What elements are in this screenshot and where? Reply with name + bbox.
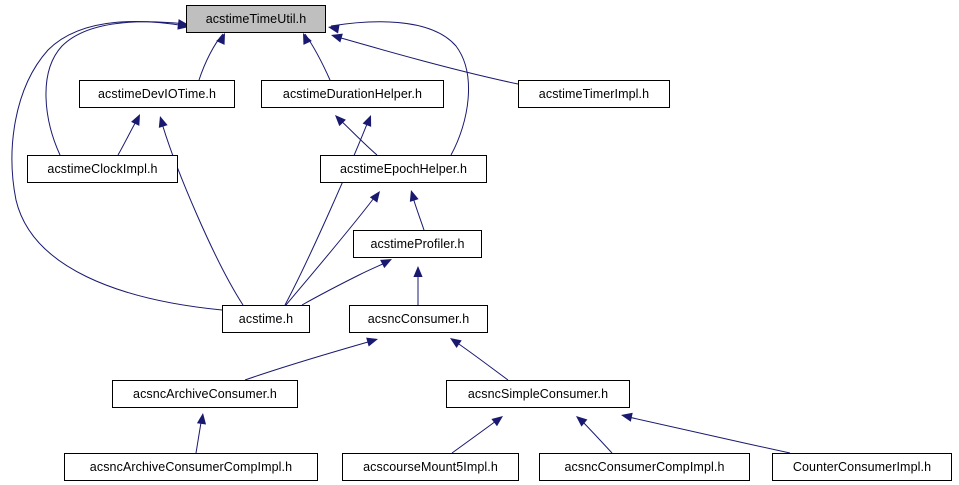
node-acstimeEpochHelper[interactable]: acstimeEpochHelper.h (320, 155, 487, 183)
node-label: acsncArchiveConsumerCompImpl.h (89, 459, 293, 474)
edge-acstime-to-devio-arrowhead (158, 116, 168, 128)
edge-acstime-to-epochhelper (285, 193, 378, 306)
node-acstimeTimerImpl[interactable]: acstimeTimerImpl.h (518, 80, 670, 108)
edge-mount5impl-to-simpleconsumer (451, 417, 501, 454)
edge-durationhelper-to-timeutil-arrowhead (303, 33, 312, 45)
node-acsncConsumer[interactable]: acsncConsumer.h (349, 305, 488, 333)
edge-acstime-to-durationhelper (284, 118, 370, 306)
edge-epochhelper-to-timeutil-arrowhead (328, 24, 340, 34)
node-label: acstimeProfiler.h (370, 236, 465, 251)
node-acstimeClockImpl[interactable]: acstimeClockImpl.h (27, 155, 178, 183)
node-acsncArchiveConsumerCompImpl[interactable]: acsncArchiveConsumerCompImpl.h (64, 453, 318, 481)
node-acsncConsumerCompImpl[interactable]: acsncConsumerCompImpl.h (539, 453, 750, 481)
edge-acstime-to-epochhelper-arrowhead (369, 191, 380, 203)
node-acsncArchiveConsumer[interactable]: acsncArchiveConsumer.h (112, 380, 298, 408)
edge-counterimpl-to-simpleconsumer (623, 415, 791, 454)
node-label: acstimeTimeUtil.h (205, 11, 307, 26)
edges-group (11, 19, 791, 454)
node-label: acsncArchiveConsumer.h (133, 386, 277, 401)
node-label: acstimeClockImpl.h (47, 161, 158, 176)
edge-acstime-to-durationhelper-arrowhead (362, 115, 372, 127)
edge-consumer-to-profiler-arrowhead (413, 266, 423, 277)
node-label: acstimeDevIOTime.h (97, 86, 217, 101)
node-acscourseMount5Impl[interactable]: acscourseMount5Impl.h (342, 453, 519, 481)
edge-acstime-to-timeutil (11, 20, 223, 311)
edge-consumercompimpl-to-simpleconsumer-arrowhead (576, 416, 588, 427)
node-CounterConsumerImpl[interactable]: CounterConsumerImpl.h (772, 453, 952, 481)
node-acstime[interactable]: acstime.h (222, 305, 310, 333)
node-label: acstimeDurationHelper.h (282, 86, 423, 101)
edge-archivecompimpl-to-archiveconsumer-arrowhead (196, 413, 207, 425)
node-label: acsncConsumer.h (367, 311, 470, 326)
edge-timerimpl-to-timeutil (333, 35, 519, 85)
edge-archiveconsumer-to-consumer-arrowhead (366, 337, 378, 347)
edge-acstime-to-devio (160, 119, 244, 306)
node-acstimeDurationHelper[interactable]: acstimeDurationHelper.h (261, 80, 444, 108)
node-label: acstimeTimerImpl.h (538, 86, 650, 101)
node-acstimeTimeUtil[interactable]: acstimeTimeUtil.h (186, 5, 326, 33)
node-acsncSimpleConsumer[interactable]: acsncSimpleConsumer.h (446, 380, 630, 408)
edge-timerimpl-to-timeutil-arrowhead (331, 33, 343, 43)
edge-epochhelper-to-timeutil (330, 21, 470, 156)
edge-epochhelper-to-durationhelper (337, 117, 378, 156)
node-label: CounterConsumerImpl.h (792, 459, 932, 474)
edge-acstime-to-profiler-arrowhead (380, 259, 392, 269)
node-acstimeProfiler[interactable]: acstimeProfiler.h (353, 230, 482, 258)
edge-epochhelper-to-durationhelper-arrowhead (335, 115, 346, 127)
node-label: acsncSimpleConsumer.h (467, 386, 609, 401)
edge-mount5impl-to-simpleconsumer-arrowhead (491, 416, 503, 427)
node-acstimeDevIOTime[interactable]: acstimeDevIOTime.h (79, 80, 235, 108)
node-label: acstime.h (238, 311, 294, 326)
node-label: acsncConsumerCompImpl.h (564, 459, 725, 474)
edge-counterimpl-to-simpleconsumer-arrowhead (621, 412, 633, 422)
edge-simpleconsumer-to-consumer (452, 339, 509, 381)
node-label: acscourseMount5Impl.h (363, 459, 498, 474)
node-label: acstimeEpochHelper.h (339, 161, 468, 176)
edge-clockimpl-to-devio-arrowhead (131, 114, 140, 126)
edge-archiveconsumer-to-consumer (244, 339, 376, 381)
edge-acstime-to-profiler (301, 260, 390, 306)
edge-profiler-to-epochhelper-arrowhead (409, 190, 419, 202)
edge-devio-to-timeutil-arrowhead (216, 33, 225, 45)
edge-simpleconsumer-to-consumer-arrowhead (450, 338, 462, 348)
edge-devio-to-timeutil (198, 33, 224, 81)
